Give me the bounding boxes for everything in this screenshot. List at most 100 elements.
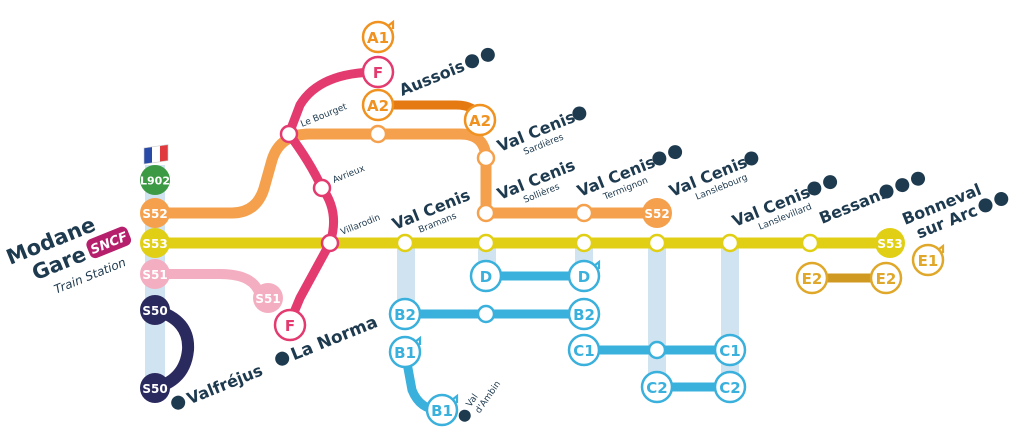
- badge-f-aussois[interactable]: F: [361, 55, 395, 89]
- svg-text:S52: S52: [142, 207, 167, 221]
- badge-s50-origin[interactable]: S50: [140, 295, 170, 325]
- svg-text:B1: B1: [431, 402, 453, 420]
- loop-arrows: [387, 19, 945, 403]
- svg-text:B1: B1: [394, 344, 416, 362]
- badge-l902[interactable]: L902: [140, 165, 170, 195]
- loop-arrow-icon: [937, 243, 945, 253]
- line-f: [283, 67, 379, 324]
- badge-s51-origin[interactable]: S51: [140, 259, 170, 289]
- loop-arrow-icon: [451, 393, 459, 403]
- svg-text:A2: A2: [367, 97, 389, 115]
- skier-icon: [668, 145, 683, 160]
- stop-termignon[interactable]: [574, 233, 594, 253]
- skier-icon: [895, 178, 910, 193]
- svg-text:C1: C1: [573, 342, 594, 360]
- badge-b1-val-ambin[interactable]: B1: [425, 393, 459, 427]
- france-flag-icon: [143, 144, 169, 165]
- badge-d-sollieres[interactable]: D: [469, 259, 503, 293]
- loop-arrow-icon: [387, 19, 395, 29]
- badge-a2-aussois[interactable]: A2: [361, 88, 395, 122]
- intermediate-stops: [279, 124, 820, 360]
- stop-bramans[interactable]: [395, 233, 415, 253]
- svg-text:F: F: [285, 317, 295, 335]
- stop-lanslebourg[interactable]: [647, 233, 667, 253]
- badge-s50-valfrejus[interactable]: S50: [140, 373, 170, 403]
- origin-block: Modane Gare SNCF Train Station: [3, 212, 132, 297]
- badge-a2-sardieres[interactable]: A2: [463, 103, 497, 137]
- stop-b2-mid[interactable]: [476, 304, 496, 324]
- shaft-lanslevillard: [721, 245, 739, 390]
- svg-text:S52: S52: [644, 207, 669, 221]
- svg-text:L902: L902: [140, 175, 170, 188]
- stop-c1-mid[interactable]: [647, 340, 667, 360]
- ski-lift-icon: [171, 395, 186, 410]
- badge-e1-bonneval[interactable]: E1: [911, 243, 945, 277]
- outline-badges: A1 F A2 A2 F D D B2: [273, 20, 945, 427]
- badge-e2-bessans[interactable]: E2: [795, 261, 829, 295]
- svg-text:E1: E1: [918, 252, 939, 270]
- stop-lanslevillard[interactable]: [720, 233, 740, 253]
- ski-lift-icon: [652, 151, 667, 166]
- stop-sollieres[interactable]: [476, 233, 496, 253]
- svg-text:F: F: [373, 64, 383, 82]
- badge-s51-end[interactable]: S51: [253, 283, 283, 313]
- svg-text:D: D: [578, 268, 590, 286]
- svg-text:S51: S51: [142, 268, 167, 282]
- badge-s52-lanslebourg[interactable]: S52: [642, 198, 672, 228]
- badge-a1[interactable]: A1: [361, 20, 395, 54]
- ski-lift-icon: [275, 351, 290, 366]
- badge-c2-lanslebourg[interactable]: C2: [640, 370, 674, 404]
- skier-icon: [823, 175, 838, 190]
- line-s50: [153, 304, 195, 394]
- svg-text:A2: A2: [469, 112, 491, 130]
- stop-bessans[interactable]: [800, 233, 820, 253]
- stop-le-bourget[interactable]: [279, 124, 299, 144]
- label-avrieux: Avrieux: [331, 164, 367, 186]
- badge-b2-bramans[interactable]: B2: [388, 297, 422, 331]
- badge-c1-lanslevillard[interactable]: C1: [713, 333, 747, 367]
- svg-text:S53: S53: [142, 237, 167, 251]
- svg-text:S50: S50: [142, 304, 167, 318]
- hiker-icon: [911, 171, 926, 186]
- badge-b1-bramans[interactable]: B1: [388, 335, 422, 369]
- badge-e2-bonneval[interactable]: E2: [869, 261, 903, 295]
- svg-text:B2: B2: [394, 306, 416, 324]
- skier-icon: [480, 47, 495, 62]
- ski-lift-icon: [465, 54, 480, 69]
- ski-lift-icon: [458, 409, 471, 422]
- svg-text:S50: S50: [142, 382, 167, 396]
- badge-c1-termignon[interactable]: C1: [567, 333, 601, 367]
- line-s52: [149, 128, 663, 219]
- badge-b2-termignon[interactable]: B2: [567, 297, 601, 331]
- badge-s52-origin[interactable]: S52: [140, 198, 170, 228]
- label-aussois: Aussois: [396, 56, 467, 99]
- shaft-lanslebourg: [648, 245, 666, 390]
- badge-f-la-norma[interactable]: F: [273, 308, 307, 342]
- ski-lift-icon: [807, 181, 822, 196]
- shaft-bramans: [397, 245, 415, 315]
- filled-badges: L902 S52 S53 S51 S50 S50 S51 S52: [140, 165, 905, 403]
- badge-s53-origin[interactable]: S53: [140, 228, 170, 258]
- loop-arrow-icon: [414, 335, 422, 345]
- stop-villarodin[interactable]: [320, 233, 340, 253]
- svg-text:B2: B2: [573, 306, 595, 324]
- svg-text:E2: E2: [876, 270, 897, 288]
- svg-text:C2: C2: [646, 379, 667, 397]
- line-s51: [150, 269, 273, 303]
- stop-sollieres-s52[interactable]: [476, 203, 496, 223]
- badge-c2-lanslevillard[interactable]: C2: [713, 370, 747, 404]
- svg-text:S51: S51: [255, 292, 280, 306]
- stop-sardieres[interactable]: [476, 148, 496, 168]
- badge-d-termignon[interactable]: D: [567, 259, 601, 293]
- stop-s52-mid[interactable]: [368, 124, 388, 144]
- loop-arrow-icon: [593, 259, 601, 269]
- label-valfrejus: Valfréjus: [184, 361, 265, 409]
- stop-avrieux[interactable]: [312, 178, 332, 198]
- stop-termignon-s52[interactable]: [574, 203, 594, 223]
- badge-s53-bonneval[interactable]: S53: [875, 228, 905, 258]
- label-villarodin: Villarodin: [339, 213, 382, 238]
- svg-text:C2: C2: [719, 379, 740, 397]
- ski-lift-icon: [879, 184, 894, 199]
- svg-text:C1: C1: [719, 342, 740, 360]
